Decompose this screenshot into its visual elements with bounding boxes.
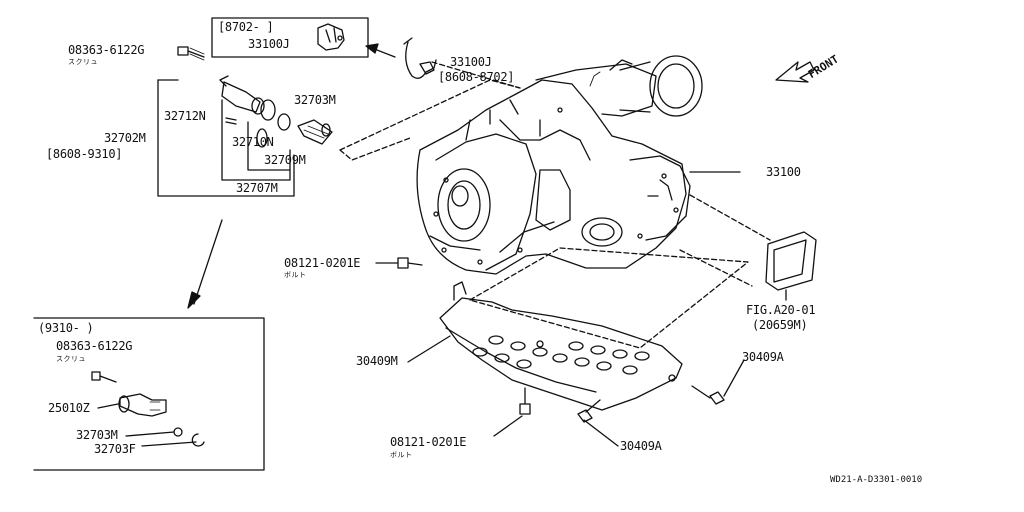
part-32710N: 32710N — [232, 135, 274, 149]
speed-sensor-body-icon — [118, 393, 167, 417]
part-32702M: 32702M — [104, 131, 146, 145]
speed-sensor-body-icon — [219, 75, 265, 115]
bolt-name-label: ボルト — [284, 271, 307, 279]
skid-plate-icon — [439, 281, 683, 411]
part-32703M: 32703M — [294, 93, 336, 107]
inset-screw-part: 08363-6122G — [56, 339, 133, 353]
bolt-icon — [519, 387, 531, 415]
part-30409M: 30409M — [356, 354, 398, 368]
part-25010Z: 25010Z — [48, 401, 90, 415]
fig-ref-label: FIG.A20-01 — [746, 303, 816, 317]
bolt-icon — [577, 399, 601, 423]
seal-ring-icon — [256, 128, 268, 148]
clip-ring-icon — [191, 433, 205, 447]
pin-icon — [225, 117, 237, 125]
leader-dashed — [679, 249, 753, 287]
screw-icon — [177, 46, 205, 61]
inset-range: (9310- ) — [38, 321, 94, 335]
drawing-ref: WD21-A-D3301-0010 — [830, 475, 923, 485]
leader-line — [407, 335, 451, 363]
skid-mount-dashed — [469, 247, 749, 349]
bolt-name-label-lower: ボルト — [390, 451, 413, 459]
range-8608-9310: [8608-9310] — [46, 147, 123, 161]
screw-name-label: スクリュ — [68, 58, 98, 66]
screw-part-label: 08363-6122G — [68, 43, 145, 57]
bolt-icon — [691, 385, 725, 405]
o-ring-icon — [173, 427, 183, 437]
leader-line — [97, 403, 119, 409]
part-32709M: 32709M — [264, 153, 306, 167]
sensor-group-bracket — [157, 79, 295, 197]
bolt-part-label-lower: 08121-0201E — [390, 435, 467, 449]
screw-icon — [91, 371, 117, 383]
inset-screw-name: スクリュ — [56, 355, 86, 363]
bolt-icon — [397, 257, 423, 269]
fig-sub-label: (20659M) — [752, 318, 808, 332]
part-32703F: 32703F — [94, 442, 136, 456]
sensor-clip-icon — [403, 37, 437, 79]
top-box-range: [8702- ] — [218, 20, 274, 34]
cover-plate-icon — [765, 231, 817, 291]
sensor-range-label: [8608-8702] — [438, 70, 515, 84]
part-33100: 33100 — [766, 165, 801, 179]
leader-line — [583, 419, 619, 447]
part-32707M: 32707M — [236, 181, 278, 195]
transfer-case-icon — [416, 55, 703, 275]
inset-box — [33, 317, 265, 471]
sensor-part-label: 33100J — [450, 55, 492, 69]
inset-pointer-arrow — [187, 219, 223, 309]
front-arrow-icon — [775, 61, 815, 83]
leader-dashed — [689, 194, 771, 241]
sensor-pointer-arrow — [365, 43, 396, 58]
pinion-gear-icon — [297, 119, 333, 145]
part-32712N: 32712N — [164, 109, 206, 123]
leader-dashed — [339, 79, 521, 161]
bolt-part-label: 08121-0201E — [284, 256, 361, 270]
speed-sensor-icon — [317, 23, 345, 51]
part-30409A-bottom: 30409A — [620, 439, 662, 453]
leader-line — [493, 415, 523, 437]
o-ring-icon — [260, 99, 291, 131]
part-30409A-right: 30409A — [742, 350, 784, 364]
leader-dashed — [431, 61, 521, 89]
leader-line — [125, 431, 197, 447]
leader-line — [723, 359, 745, 397]
inset-part-32703M: 32703M — [76, 428, 118, 442]
top-box-part: 33100J — [248, 37, 290, 51]
top-bracket-box — [211, 17, 369, 58]
